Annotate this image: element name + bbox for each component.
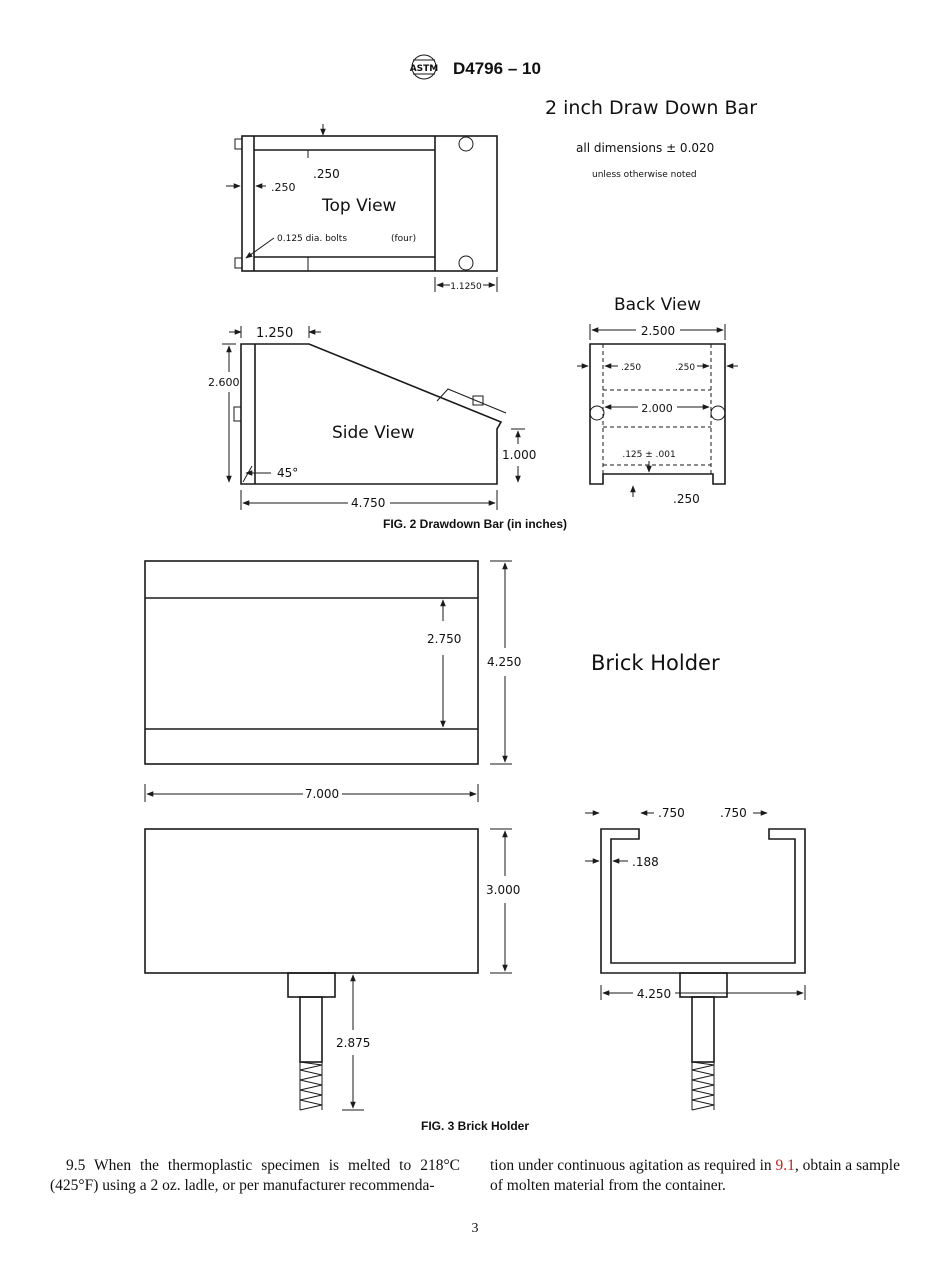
brick-dim-inner: 2.750 [427, 632, 461, 646]
back-view-dim-inner: 2.000 [641, 402, 673, 415]
side-view-dim-right: 1.000 [502, 448, 536, 462]
side-view-dim-height: 2.600 [208, 376, 240, 389]
brick-holder-top-drawing [144, 560, 512, 802]
brick-dim-height: 3.000 [486, 883, 520, 897]
back-view-label: Back View [614, 295, 701, 315]
fig2-title: 2 inch Draw Down Bar [545, 97, 757, 119]
brick-dim-stem: 2.875 [336, 1036, 370, 1050]
astm-logo: ASTM [410, 54, 439, 80]
brick-dim-lip-left: .750 [658, 806, 685, 820]
brick-dim-outer: 4.250 [487, 655, 521, 669]
body-text-right-pre: tion under continuous agitation as requi… [490, 1157, 776, 1174]
document-designation: D4796 – 10 [453, 59, 541, 78]
back-view-dim-right: .250 [675, 363, 695, 373]
side-view-drawing [222, 326, 525, 510]
fig3-caption: FIG. 3 Brick Holder [421, 1119, 529, 1133]
top-view-drawing [226, 124, 498, 292]
side-view-dim-top: 1.250 [256, 326, 293, 341]
top-view-bolts-count: (four) [391, 234, 416, 244]
top-view-bolts: 0.125 dia. bolts [277, 234, 347, 244]
top-view-dim-left: .250 [271, 181, 296, 194]
side-view-dim-bottom: 4.750 [351, 496, 385, 510]
top-view-dim-bottom: 1.1250 [450, 282, 482, 292]
brick-holder-end-drawing [585, 810, 806, 1111]
top-view-dim-top: .250 [313, 167, 340, 181]
fig2-tolerance: all dimensions ± 0.020 [576, 141, 714, 155]
brick-dim-wall: .188 [632, 855, 659, 869]
side-view-label: Side View [332, 423, 415, 443]
body-text-right-post: , obtain a sample of molten material fro… [490, 1157, 900, 1194]
brick-dim-length: 7.000 [305, 787, 339, 801]
side-view-angle: 45° [277, 466, 298, 480]
fig2-caption: FIG. 2 Drawdown Bar (in inches) [383, 517, 567, 531]
body-text-right: tion under continuous agitation as requi… [490, 1156, 900, 1196]
back-view-dim-bottom: .250 [673, 492, 700, 506]
page-number: 3 [471, 1221, 479, 1236]
back-view-drawing [577, 324, 738, 497]
section-link-9-1[interactable]: 9.1 [775, 1157, 795, 1174]
brick-holder-side-drawing [144, 828, 512, 1111]
body-text-left: 9.5 When the thermoplastic specimen is m… [50, 1157, 460, 1194]
top-view-label: Top View [321, 196, 397, 216]
back-view-dim-width: 2.500 [641, 324, 675, 338]
fig2-tolerance-note: unless otherwise noted [592, 170, 697, 180]
back-view-dim-left: .250 [621, 363, 641, 373]
fig3-title: Brick Holder [591, 651, 720, 675]
brick-dim-lip-right: .750 [720, 806, 747, 820]
back-view-dim-gap: .125 ± .001 [622, 450, 675, 460]
brick-dim-width: 4.250 [637, 987, 671, 1001]
logo-text: ASTM [410, 64, 439, 74]
